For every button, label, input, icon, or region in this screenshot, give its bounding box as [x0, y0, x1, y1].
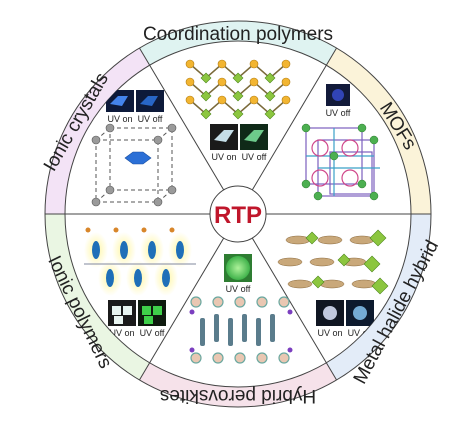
svg-text:UV off: UV off	[226, 284, 251, 294]
divider-1	[139, 47, 239, 215]
label-hybrid-perovskites: Hybrid perovskites	[160, 385, 316, 406]
perovskite-photo: UV off	[224, 254, 252, 294]
coordination-photos: UV on UV off	[210, 124, 268, 162]
svg-text:UV on: UV on	[107, 114, 132, 124]
metal-halide-structure	[277, 229, 389, 295]
label-coordination-polymers: Coordination polymers	[143, 24, 333, 45]
divider-5	[139, 213, 239, 381]
perovskite-lattice	[189, 296, 293, 364]
svg-text:UV on: UV on	[211, 152, 236, 162]
ionic-polymer-structure	[84, 227, 196, 296]
svg-text:UV on: UV on	[317, 328, 342, 338]
mof-framework	[301, 123, 380, 201]
mof-photo: UV off	[326, 84, 351, 118]
svg-text:UV off: UV off	[138, 114, 163, 124]
svg-text:UV off: UV off	[242, 152, 267, 162]
center-label-rtp: RTP	[214, 202, 262, 229]
coordination-polymer-chains	[185, 59, 291, 120]
svg-text:UV off: UV off	[326, 108, 351, 118]
svg-text:UV off: UV off	[348, 328, 373, 338]
divider-2	[237, 47, 337, 215]
ionic-polymer-photos: UV on UV off	[108, 300, 166, 338]
svg-text:UV off: UV off	[140, 328, 165, 338]
ionic-crystal-photos: UV on UV off	[106, 90, 164, 124]
ionic-crystal-cell	[91, 123, 177, 207]
center-hub: RTP	[209, 185, 267, 243]
divider-4	[237, 213, 337, 381]
svg-text:UV on: UV on	[109, 328, 134, 338]
metal-halide-photos: UV on UV off	[316, 300, 374, 338]
